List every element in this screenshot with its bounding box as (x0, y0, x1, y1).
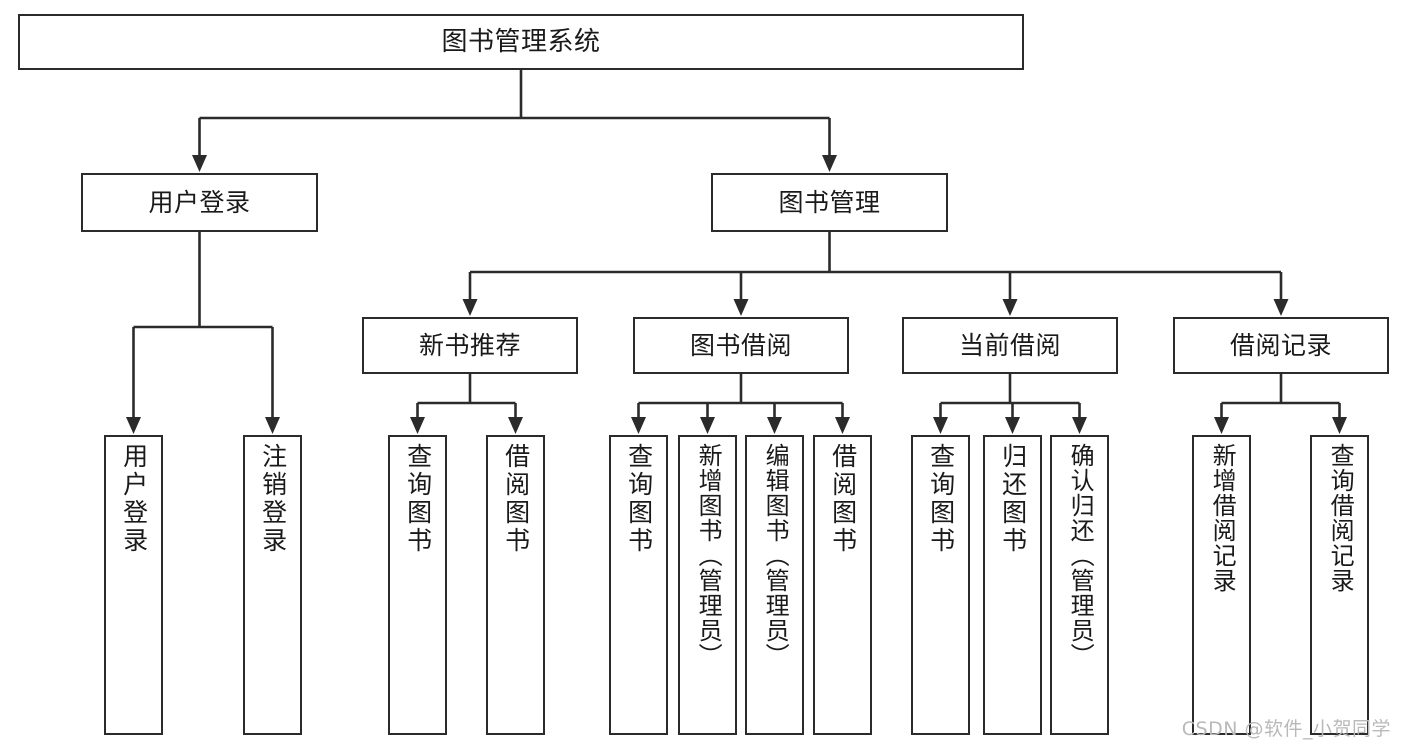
node-root[interactable]: 图书管理系统 (18, 14, 1024, 70)
edge-segment (1005, 417, 1020, 434)
edge-segment (192, 155, 207, 172)
node-book-borrow[interactable]: 图书借阅 (633, 317, 849, 374)
node-label-leaf-bb-edit: 编辑图书（管理员） (761, 443, 790, 668)
edge-segment (767, 417, 782, 434)
node-label-leaf-log-add: 新增借阅记录 (1208, 443, 1237, 593)
node-leaf-log-add[interactable]: 新增借阅记录 (1192, 435, 1251, 735)
edge-segment (700, 417, 715, 434)
node-leaf-user-logout[interactable]: 注销登录 (243, 435, 302, 735)
node-label-leaf-log-query: 查询借阅记录 (1326, 443, 1355, 593)
node-label-book-borrow: 图书借阅 (689, 330, 792, 360)
edge-segment (1072, 417, 1087, 434)
node-label-leaf-bb-query: 查询图书 (624, 443, 654, 555)
node-leaf-bb-edit[interactable]: 编辑图书（管理员） (745, 435, 804, 735)
node-label-leaf-user-login: 用户登录 (119, 443, 149, 555)
node-leaf-bb-query[interactable]: 查询图书 (609, 435, 668, 735)
node-label-book-manage: 图书管理 (778, 187, 881, 217)
node-leaf-cb-return[interactable]: 归还图书 (983, 435, 1042, 735)
edge-segment (265, 417, 280, 434)
node-leaf-rec-borrow[interactable]: 借阅图书 (486, 435, 545, 735)
node-leaf-cb-confirm[interactable]: 确认归还（管理员） (1050, 435, 1109, 735)
watermark: CSDN @软件_小贺同学 (1181, 718, 1391, 740)
node-leaf-bb-add[interactable]: 新增图书（管理员） (678, 435, 737, 735)
node-label-root: 图书管理系统 (441, 26, 601, 57)
node-label-new-book-rec: 新书推荐 (418, 330, 521, 360)
node-leaf-rec-query[interactable]: 查询图书 (388, 435, 447, 735)
edge-segment (933, 417, 948, 434)
node-label-leaf-cb-query: 查询图书 (926, 443, 956, 555)
node-label-leaf-user-logout: 注销登录 (258, 443, 288, 555)
edge-segment (410, 417, 425, 434)
node-leaf-cb-query[interactable]: 查询图书 (911, 435, 970, 735)
node-label-leaf-rec-query: 查询图书 (403, 443, 433, 555)
edge-segment (1273, 299, 1289, 316)
node-label-borrow-log: 借阅记录 (1229, 330, 1332, 360)
edge-segment (835, 417, 850, 434)
node-borrow-log[interactable]: 借阅记录 (1173, 317, 1389, 374)
node-leaf-log-query[interactable]: 查询借阅记录 (1310, 435, 1369, 735)
edge-segment (1214, 417, 1229, 434)
node-label-leaf-cb-confirm: 确认归还（管理员） (1066, 443, 1095, 668)
edge-segment (508, 417, 523, 434)
node-user-login[interactable]: 用户登录 (81, 173, 318, 232)
node-leaf-user-login[interactable]: 用户登录 (104, 435, 163, 735)
node-label-leaf-bb-add: 新增图书（管理员） (694, 443, 723, 668)
edge-segment (126, 417, 141, 434)
node-label-leaf-rec-borrow: 借阅图书 (501, 443, 531, 555)
node-new-book-rec[interactable]: 新书推荐 (362, 317, 578, 374)
edge-segment (822, 155, 837, 172)
node-leaf-bb-borrow[interactable]: 借阅图书 (813, 435, 872, 735)
edge-segment (462, 299, 478, 316)
edge-segment (1002, 299, 1018, 316)
node-label-cur-borrow: 当前借阅 (958, 330, 1061, 360)
edge-segment (631, 417, 646, 434)
node-label-leaf-bb-borrow: 借阅图书 (828, 443, 858, 555)
edge-segment (733, 299, 749, 316)
node-book-manage[interactable]: 图书管理 (711, 173, 948, 232)
node-label-leaf-cb-return: 归还图书 (998, 443, 1028, 555)
node-label-user-login: 用户登录 (148, 187, 251, 217)
edge-segment (1332, 417, 1347, 434)
node-cur-borrow[interactable]: 当前借阅 (902, 317, 1118, 374)
